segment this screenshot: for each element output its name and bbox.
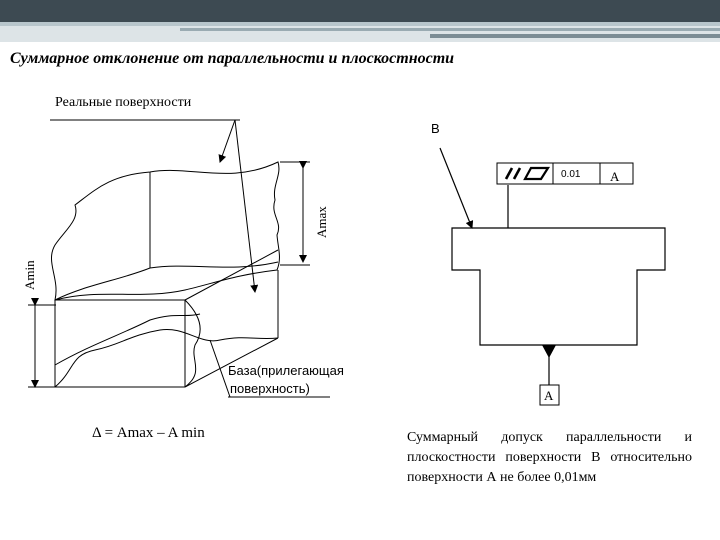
datum-box [539,384,560,406]
label-base-line1: База(прилегающая [228,363,344,378]
formula: Δ = Amax – A min [92,425,205,441]
caption: Суммарный допуск параллельности и плоско… [407,430,692,485]
slide-title: Суммарное отклонение от параллельности и… [10,50,455,67]
header-stripe [0,22,720,42]
datum-triangle-icon [542,345,556,358]
part-drawing [439,147,666,385]
parallelism-flatness-icon [504,166,551,181]
real-surfaces-block [28,119,330,398]
label-b: В [431,121,440,136]
tolerance-frame [496,162,634,185]
label-base-line2: поверхность) [230,381,310,396]
label-amin: Amin [22,260,37,290]
tolerance-datum: А [610,169,620,184]
label-real-surfaces: Реальные поверхности [55,95,192,110]
datum-label: А [544,388,554,403]
tolerance-value: 0.01 [561,169,581,180]
label-amax: Amax [314,206,329,238]
top-bar [0,0,720,22]
